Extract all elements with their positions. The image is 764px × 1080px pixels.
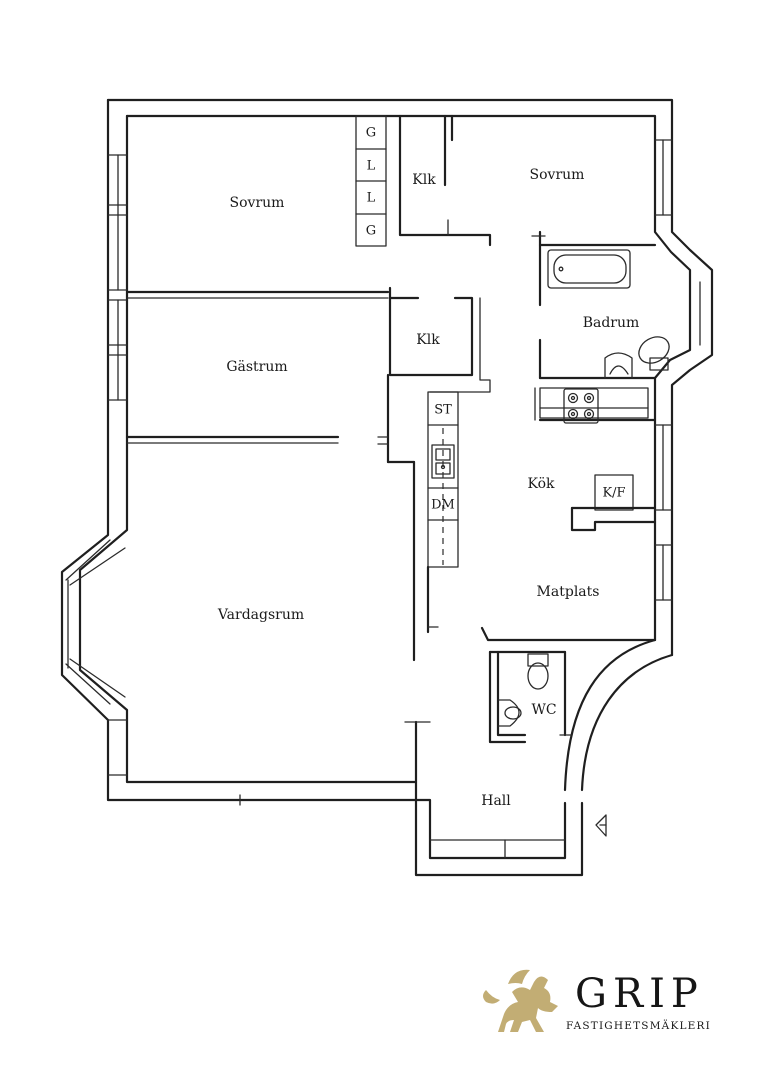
griffin-logo-icon — [483, 969, 558, 1032]
room-label-wc: WC — [531, 702, 556, 718]
room-label-klk-mid: Klk — [416, 332, 440, 348]
fixture-label-kf: K/F — [602, 486, 625, 501]
brand-name: GRIP — [575, 971, 704, 1017]
windows-left — [107, 154, 128, 776]
wardrobe-label-1: G — [366, 126, 376, 141]
windows-right — [654, 139, 701, 601]
room-label-hall: Hall — [481, 793, 511, 809]
room-label-sovrum-right: Sovrum — [530, 167, 585, 183]
room-label-sovrum-left: Sovrum — [230, 195, 285, 211]
outer-walls — [60, 98, 714, 877]
room-label-kok: Kök — [528, 476, 556, 492]
wardrobe-label-2: L — [367, 159, 376, 174]
room-label-badrum: Badrum — [583, 315, 640, 331]
room-label-vardagsrum: Vardagsrum — [217, 607, 304, 623]
wardrobe-label-4: G — [366, 224, 376, 239]
fixture-label-st: ST — [434, 403, 452, 418]
fixture-label-dm: DM — [431, 498, 455, 513]
interior-walls — [125, 114, 670, 859]
room-label-matplats: Matplats — [537, 584, 600, 600]
room-label-klk-top: Klk — [412, 172, 436, 188]
room-label-gastrum: Gästrum — [226, 359, 287, 375]
brand-subtitle: FASTIGHETSMÄKLERI — [566, 1020, 711, 1032]
wardrobe-label-3: L — [367, 191, 376, 206]
